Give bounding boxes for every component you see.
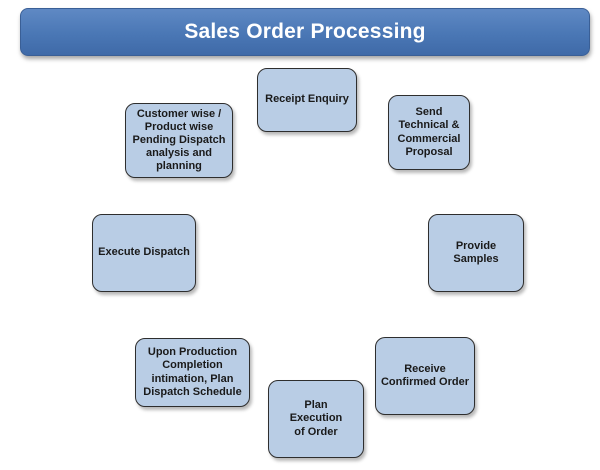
diagram-title: Sales Order Processing bbox=[184, 20, 426, 43]
step-receive-confirmed-order: Receive Confirmed Order bbox=[375, 337, 475, 415]
step-receipt-enquiry: Receipt Enquiry bbox=[257, 68, 357, 132]
step-plan-dispatch-schedule: Upon Production Completion intimation, P… bbox=[135, 338, 250, 407]
step-send-proposal: Send Technical & Commercial Proposal bbox=[388, 95, 470, 170]
step-pending-dispatch-analysis: Customer wise / Product wise Pending Dis… bbox=[125, 103, 233, 178]
title-banner: Sales Order Processing bbox=[20, 8, 590, 56]
step-plan-execution: Plan Execution of Order bbox=[268, 380, 364, 458]
step-provide-samples: Provide Samples bbox=[428, 214, 524, 292]
step-execute-dispatch: Execute Dispatch bbox=[92, 214, 196, 292]
